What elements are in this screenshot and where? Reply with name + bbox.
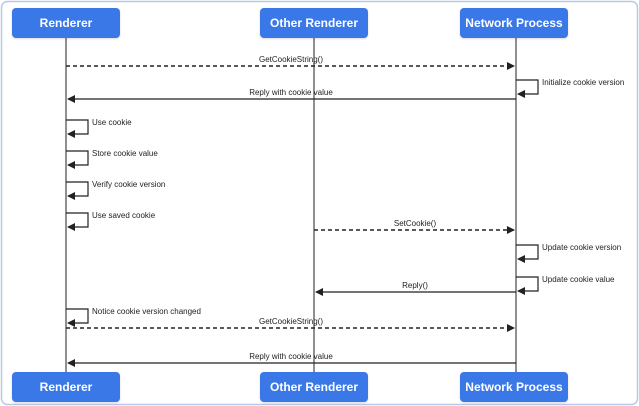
self-message-arrow xyxy=(66,181,89,200)
messages: GetCookieString() Initialize cookie versi… xyxy=(66,55,624,367)
actor-other-renderer-top: Other Renderer xyxy=(260,8,368,38)
message-6: Use saved cookie xyxy=(66,211,156,231)
message-label: Reply with cookie value xyxy=(249,352,333,361)
message-2: Reply with cookie value xyxy=(67,88,516,103)
actor-renderer-top: Renderer xyxy=(12,8,120,38)
lifelines xyxy=(65,38,517,372)
message-label: Reply() xyxy=(402,281,428,290)
self-message-arrow xyxy=(516,79,539,98)
actor-network-process-top: Network Process xyxy=(460,8,568,38)
self-message-arrow xyxy=(66,212,89,231)
self-message-arrow xyxy=(66,150,89,169)
message-label: Update cookie version xyxy=(542,243,621,252)
message-9: Update cookie value xyxy=(516,275,615,295)
message-11: Notice cookie version changed xyxy=(66,307,201,327)
message-label: Verify cookie version xyxy=(92,180,165,189)
message-label: Notice cookie version changed xyxy=(92,307,201,316)
message-3: Use cookie xyxy=(66,118,132,138)
message-label: GetCookieString() xyxy=(259,55,323,64)
message-8: Update cookie version xyxy=(516,243,621,263)
message-label: Update cookie value xyxy=(542,275,615,284)
actor-other-renderer-bottom: Other Renderer xyxy=(260,372,368,402)
message-label: Reply with cookie value xyxy=(249,88,333,97)
self-message-arrow xyxy=(516,244,539,263)
message-1: Initialize cookie version xyxy=(516,78,624,98)
message-label: Store cookie value xyxy=(92,149,158,158)
actor-network-process-bottom: Network Process xyxy=(460,372,568,402)
self-message-arrow xyxy=(66,119,89,138)
message-label: GetCookieString() xyxy=(259,317,323,326)
message-13: Reply with cookie value xyxy=(67,352,516,367)
message-10: Reply() xyxy=(315,281,516,296)
self-message-arrow xyxy=(66,308,89,327)
message-0: GetCookieString() xyxy=(66,55,515,70)
message-label: SetCookie() xyxy=(394,219,437,228)
message-label: Use saved cookie xyxy=(92,211,156,220)
message-label: Use cookie xyxy=(92,118,132,127)
actor-renderer-bottom: Renderer xyxy=(12,372,120,402)
message-label: Initialize cookie version xyxy=(542,78,624,87)
message-5: Verify cookie version xyxy=(66,180,165,200)
self-message-arrow xyxy=(516,276,539,295)
message-7: SetCookie() xyxy=(314,219,515,234)
message-12: GetCookieString() xyxy=(66,317,515,332)
message-4: Store cookie value xyxy=(66,149,158,169)
